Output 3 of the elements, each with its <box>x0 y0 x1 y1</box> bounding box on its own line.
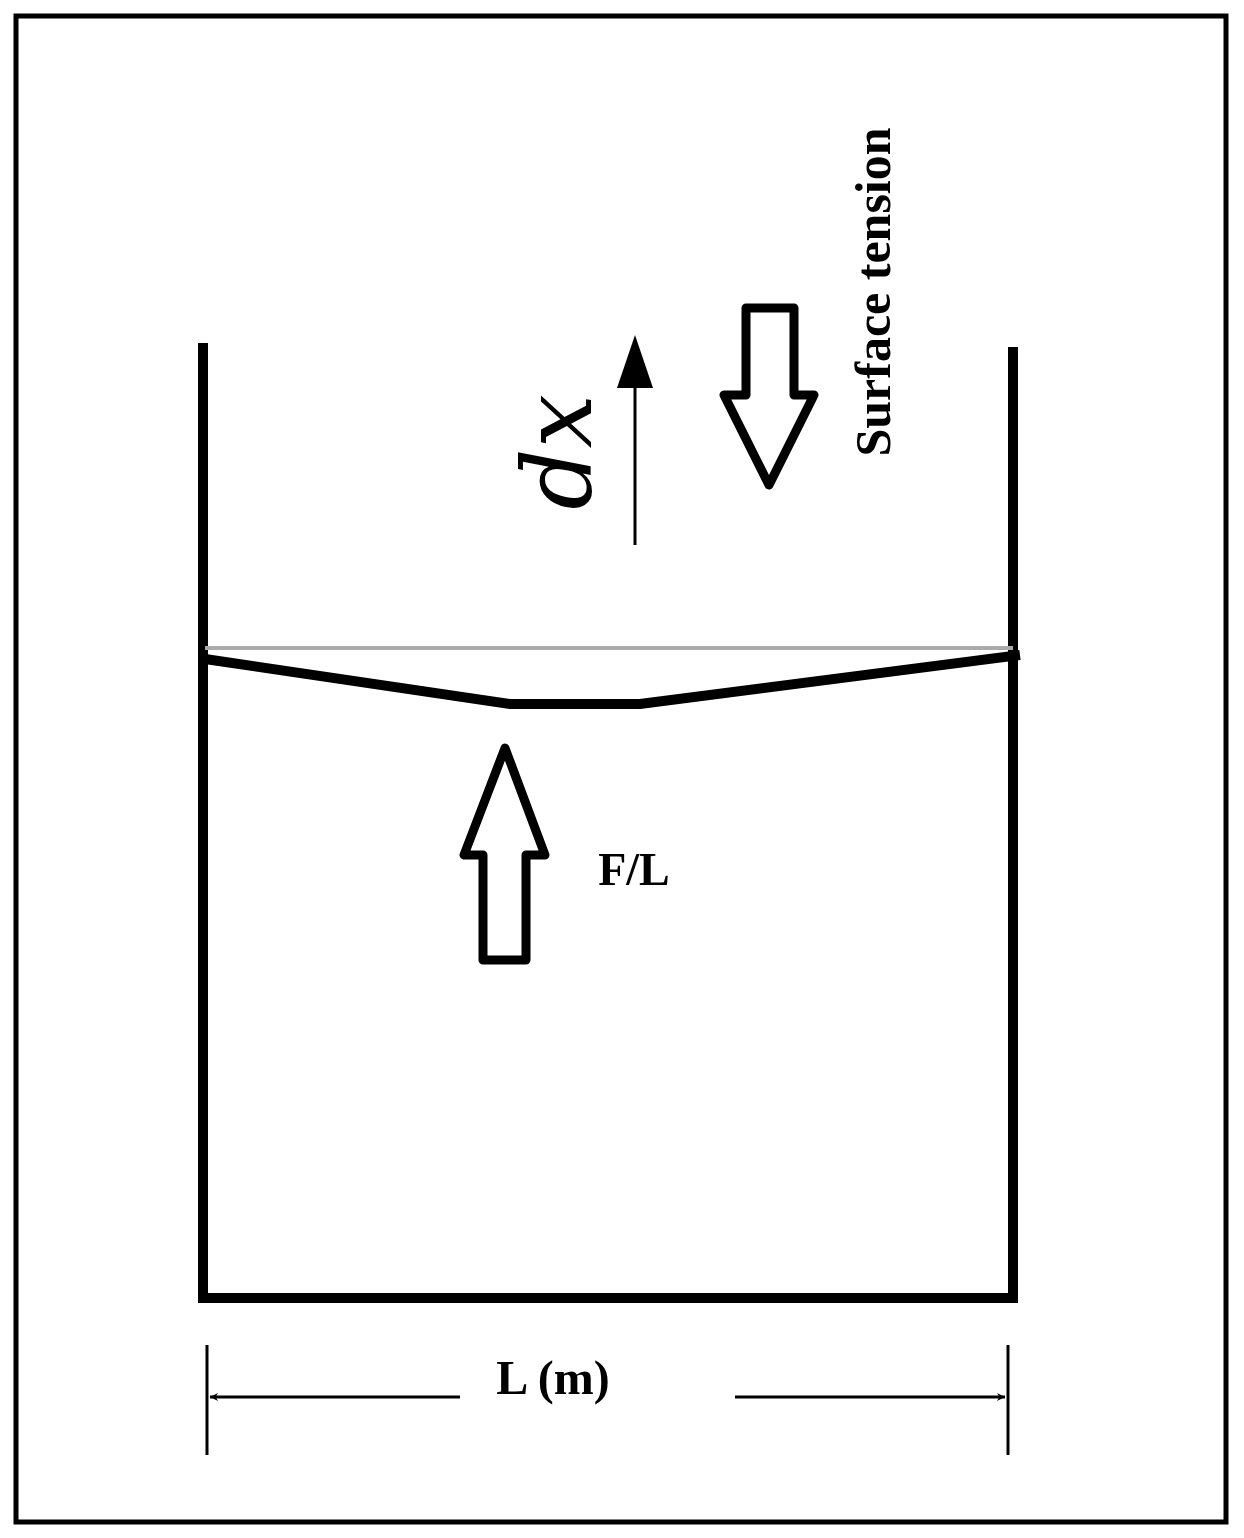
force-label: F/L <box>598 847 670 893</box>
force-label: Surface tension <box>848 127 898 457</box>
displacement-label: dx <box>510 394 606 510</box>
